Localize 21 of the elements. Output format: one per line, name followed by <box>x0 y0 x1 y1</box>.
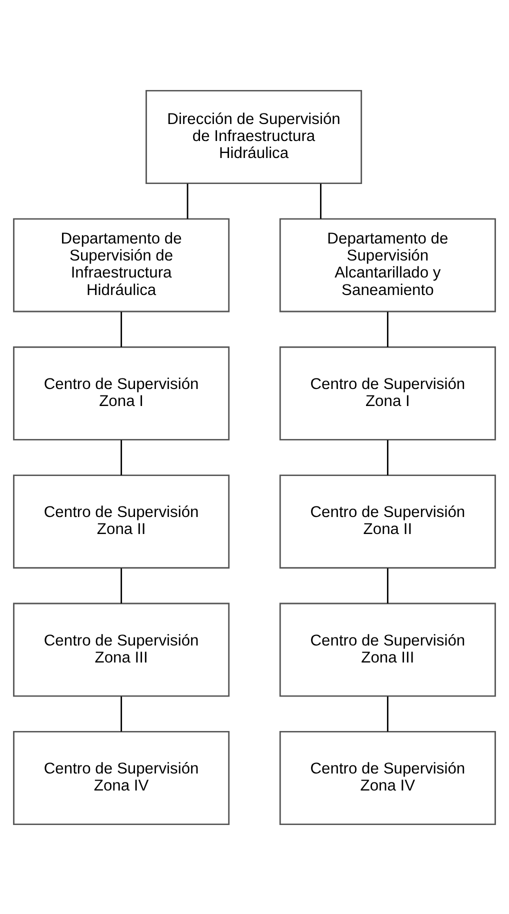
connector <box>386 568 388 603</box>
connector <box>120 311 122 346</box>
connector <box>386 696 388 732</box>
node-box: Centro de Supervisión Zona I <box>279 346 496 440</box>
connector <box>120 568 122 603</box>
connector <box>320 183 322 218</box>
node-box: Centro de Supervisión Zona II <box>13 474 230 568</box>
node-box: Centro de Supervisión Zona III <box>13 602 230 696</box>
node-box: Dirección de Supervisión de Infraestructura Hidráulica <box>146 89 362 184</box>
connector <box>386 311 388 346</box>
connector <box>120 440 122 475</box>
node-box: Departamento de Supervisión de Infraestructura Hidráulica <box>13 218 230 312</box>
node-box: Centro de Supervisión Zona I <box>13 346 230 440</box>
connector <box>386 440 388 475</box>
connector <box>186 183 188 218</box>
node-box: Centro de Supervisión Zona II <box>279 474 496 568</box>
node-box: Centro de Supervisión Zona IV <box>279 730 496 825</box>
node-box: Centro de Supervisión Zona IV <box>13 730 230 825</box>
node-box: Departamento de Supervisión Alcantarillado y Saneamiento <box>279 218 496 312</box>
node-box: Centro de Supervisión Zona III <box>279 602 496 696</box>
connector <box>120 696 122 732</box>
